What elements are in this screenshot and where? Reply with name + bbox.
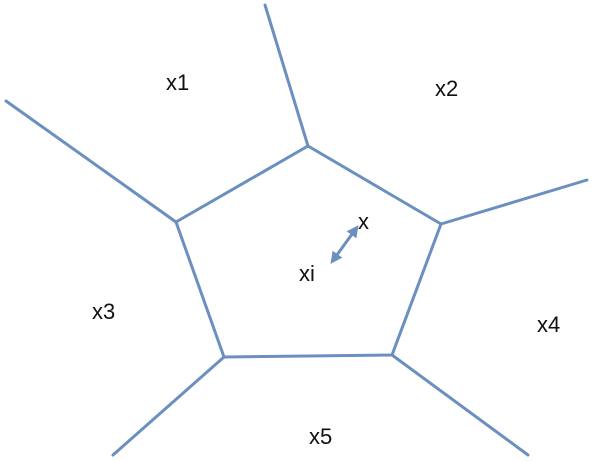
label-x3: x3 bbox=[92, 299, 115, 324]
ray-bottom-right bbox=[390, 353, 530, 457]
ray-top bbox=[263, 3, 310, 148]
label-x5: x5 bbox=[309, 424, 332, 449]
label-x: x bbox=[358, 209, 369, 234]
distance-arrow bbox=[330, 225, 359, 264]
label-x2: x2 bbox=[435, 76, 458, 101]
label-xi: xi bbox=[299, 261, 315, 286]
label-x4: x4 bbox=[537, 312, 560, 337]
ray-right-top bbox=[439, 178, 589, 226]
central-cell-boundary bbox=[174, 144, 443, 359]
label-x1: x1 bbox=[166, 70, 189, 95]
ray-left-top bbox=[4, 99, 178, 224]
ray-bottom-left bbox=[111, 355, 226, 457]
